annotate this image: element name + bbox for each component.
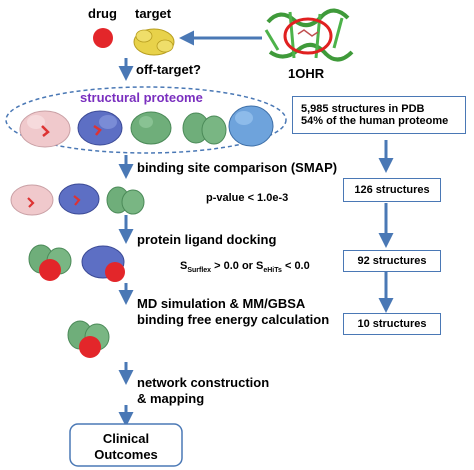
score-s-surflex: S: [180, 260, 188, 272]
proteome-protein-pink-icon: [19, 110, 71, 148]
clinical-outcomes-line1: Clinical: [102, 431, 150, 446]
human-proteome-percent: 54% of the human proteome: [301, 115, 449, 127]
score-subscript-surflex: Surflex: [187, 267, 212, 275]
pdb-1ohr-structure-icon: [264, 8, 354, 62]
smap-protein-pink-icon: [10, 184, 54, 216]
docking-label: protein ligand docking: [137, 232, 277, 247]
target-label: target: [135, 6, 172, 21]
score-subscript-ehits: eHiTs: [263, 267, 282, 275]
md-simulation-label-line2: binding free energy calculation: [137, 312, 330, 327]
drug-icon: [93, 28, 113, 48]
structural-proteome-label: structural proteome: [80, 90, 203, 105]
pdb-id-label: 1OHR: [288, 66, 325, 81]
md-protein-complex-icon: [67, 320, 110, 358]
proteome-protein-green-icon: [130, 111, 172, 145]
clinical-outcomes-line2: Outcomes: [94, 447, 158, 462]
drug-label: drug: [88, 6, 117, 21]
network-label-line1: network construction: [137, 375, 270, 390]
md-simulation-label-line1: MD simulation & MM/GBSA: [137, 296, 306, 311]
structures-92-label: 92 structures: [357, 255, 427, 267]
proteome-protein-lightblue-icon: [228, 105, 274, 147]
structures-92-box: 92 structures: [343, 250, 441, 272]
target-protein-icon: [133, 28, 175, 56]
clinical-outcomes-box: [69, 423, 183, 467]
proteome-protein-green-dimer-icon: [182, 112, 227, 145]
pdb-structures-count: 5,985 structures in PDB: [301, 103, 425, 115]
structures-10-label: 10 structures: [357, 318, 427, 330]
off-target-label: off-target?: [136, 62, 201, 77]
smap-protein-blue-icon: [58, 183, 100, 215]
score-criteria-end: < 0.0: [281, 260, 310, 272]
score-criteria-middle: > 0.0 or S: [211, 260, 264, 272]
network-label-line2: & mapping: [137, 391, 205, 406]
pdb-structures-box: 5,985 structures in PDB 54% of the human…: [292, 96, 466, 134]
structures-10-box: 10 structures: [343, 313, 441, 335]
binding-site-comparison-label: binding site comparison (SMAP): [137, 160, 338, 175]
docking-protein-blue-icon: [81, 245, 125, 282]
docking-protein-green-icon: [28, 244, 72, 281]
docking-score-criteria: SSurflex > 0.0 or SeHiTs < 0.0: [180, 260, 310, 274]
proteome-protein-blue-icon: [77, 110, 123, 146]
smap-protein-green-icon: [106, 186, 145, 215]
structures-126-box: 126 structures: [343, 178, 441, 202]
pvalue-label: p-value < 1.0e-3: [206, 192, 289, 204]
structural-proteome-ellipse: [5, 86, 287, 154]
structures-126-label: 126 structures: [354, 184, 430, 196]
